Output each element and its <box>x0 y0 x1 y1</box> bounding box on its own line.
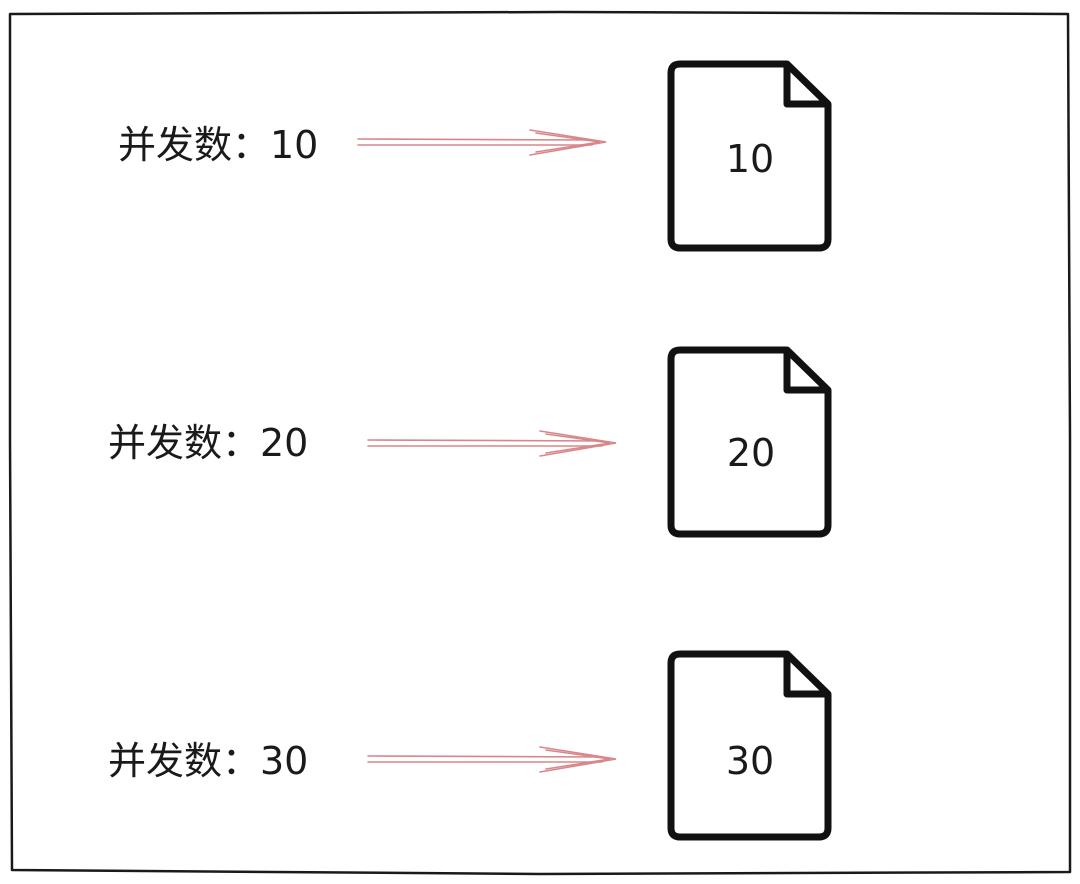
row-3: 并发数：30 30 <box>108 650 832 841</box>
arrow-3 <box>367 746 617 773</box>
file-icon-3 <box>667 650 832 841</box>
file-text-1: 10 <box>726 137 774 181</box>
concurrency-label-3: 并发数：30 <box>108 739 308 783</box>
concurrency-label-1: 并发数：10 <box>118 123 318 167</box>
arrow-1 <box>357 129 607 156</box>
file-icon-2 <box>667 346 832 538</box>
row-1: 并发数：10 10 <box>118 60 832 252</box>
row-2: 并发数：20 20 <box>108 346 832 538</box>
concurrency-label-2: 并发数：20 <box>108 421 308 465</box>
arrow-2 <box>367 430 617 457</box>
file-text-3: 30 <box>726 739 774 783</box>
file-icon-1 <box>667 60 832 252</box>
outer-border <box>8 10 1072 876</box>
file-text-2: 20 <box>727 431 775 475</box>
